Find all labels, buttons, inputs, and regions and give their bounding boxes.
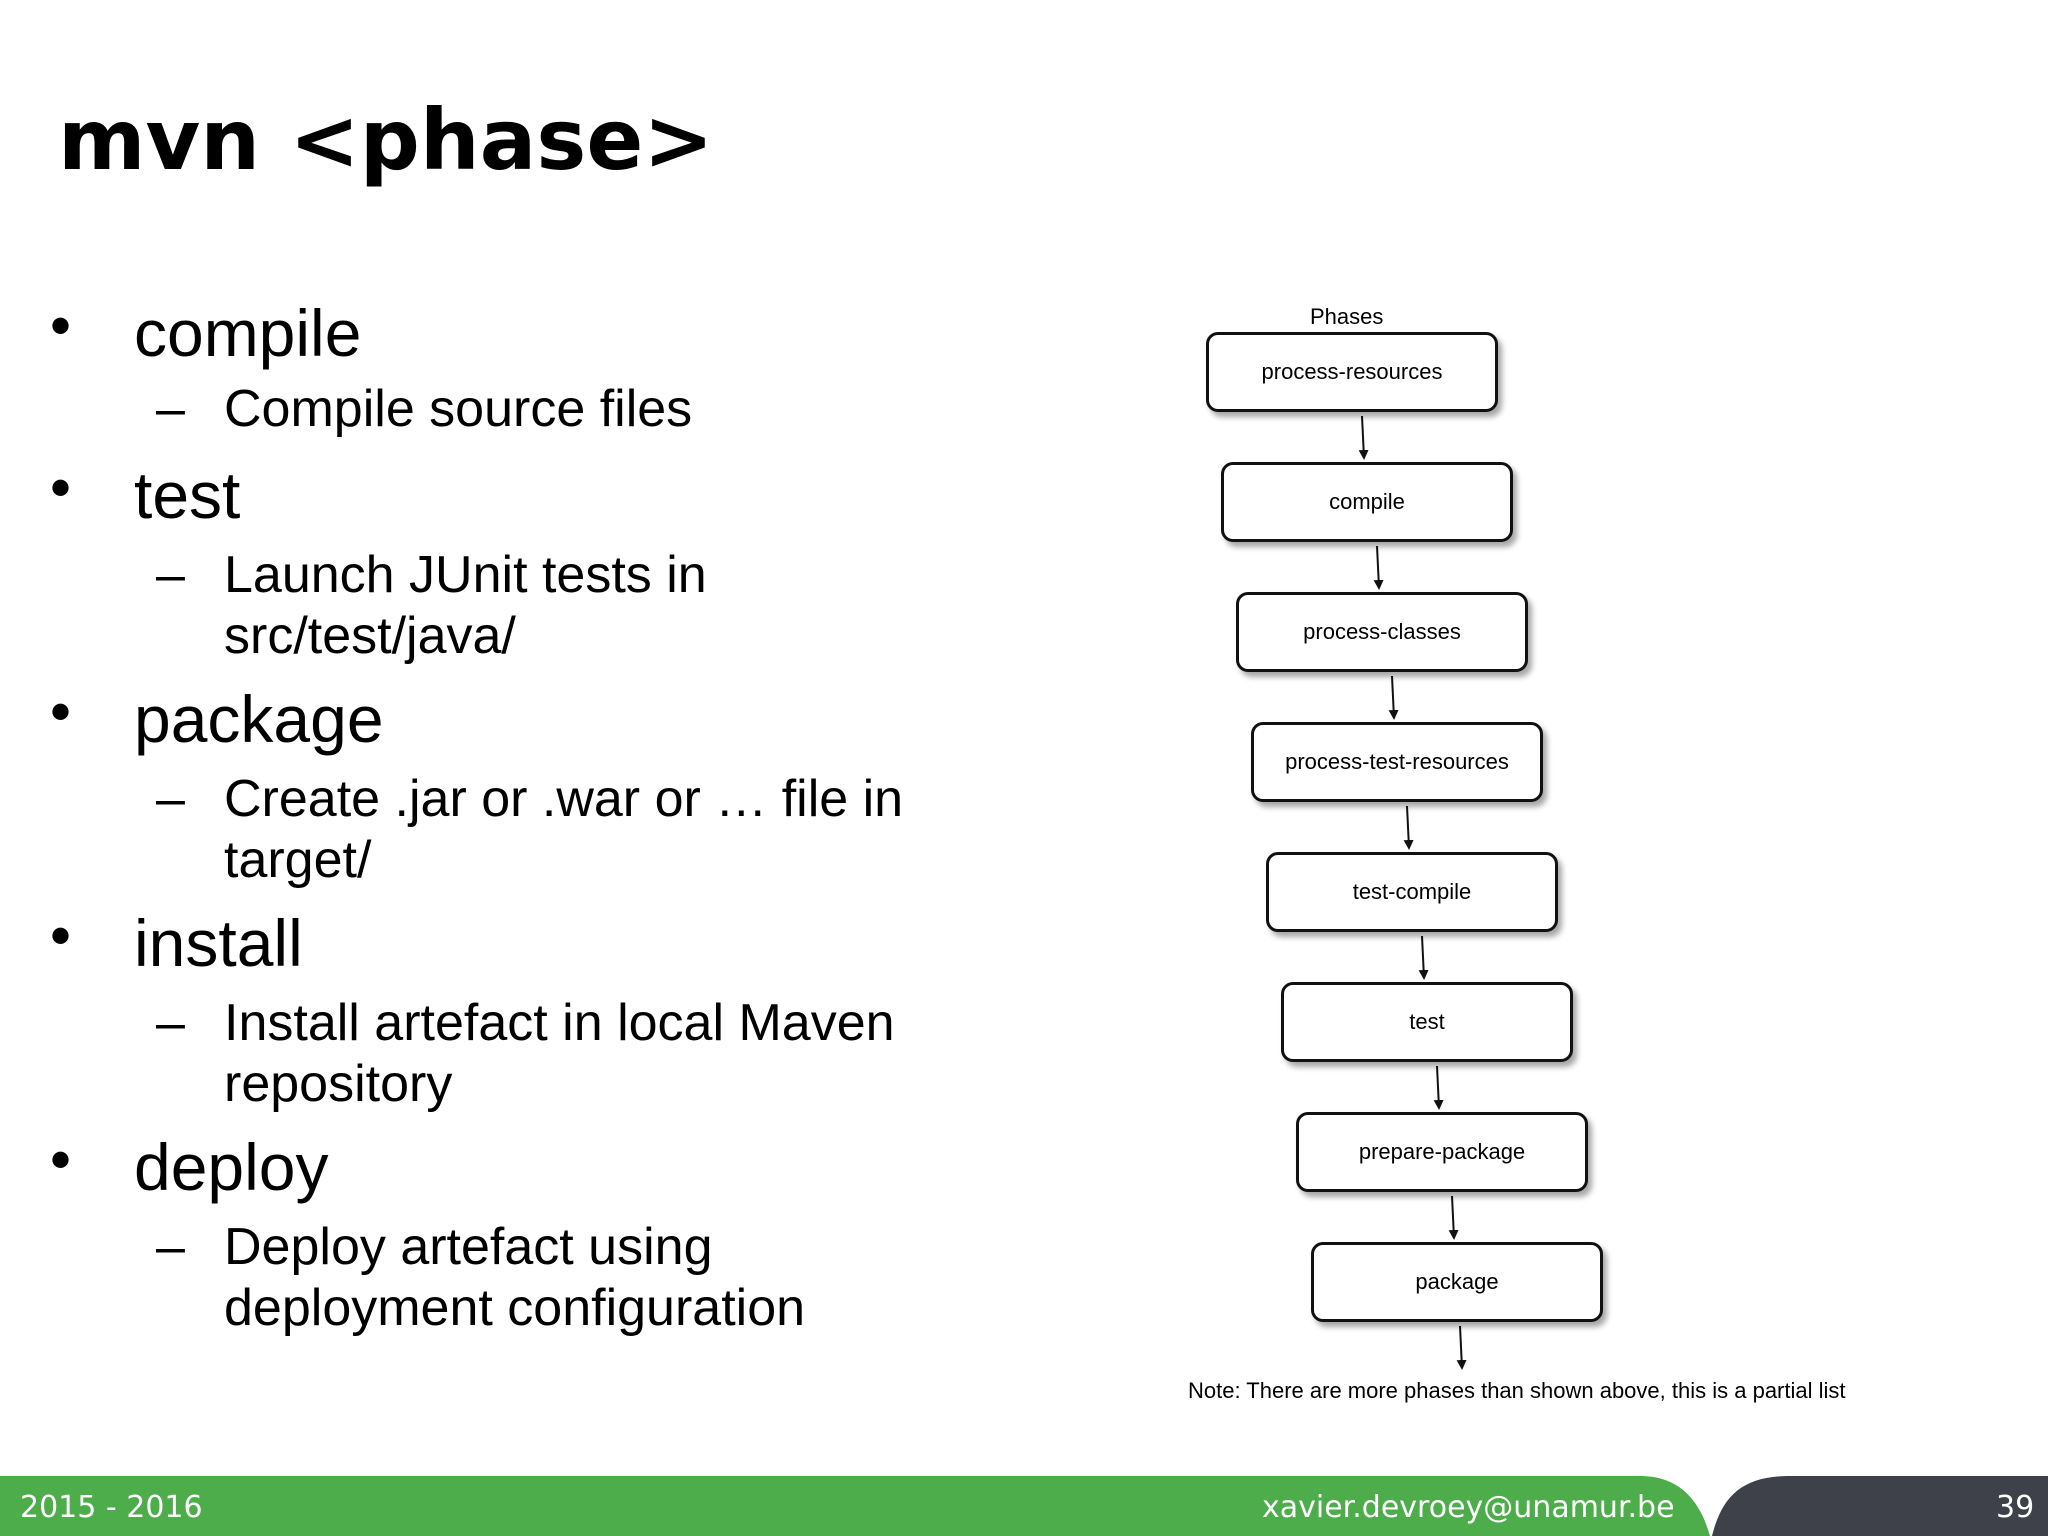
sub-bullet-text: Launch JUnit tests in src/test/java/ [224,546,707,665]
sub-bullet-text: Create .jar or .war or … file in target/ [224,770,904,889]
bullet-symbol: • [50,678,72,745]
dash-symbol: – [156,770,185,828]
diagram-note: Note: There are more phases than shown a… [1188,1378,1846,1403]
sub-bullet-text: Install artefact in local Maven reposito… [224,994,895,1113]
footer-email: xavier.devroey@unamur.be [1262,1490,1675,1525]
bullet-label: compile [134,296,362,370]
flow-arrow [1373,545,1384,590]
phases-caption: Phases [1310,304,1384,329]
phase-box: process-classes [1236,592,1528,672]
phase-box: process-resources [1206,332,1498,412]
bullet-list: • compile – Compile source files • test … [0,0,1100,1400]
flow-arrow [1456,1325,1467,1370]
dash-symbol: – [156,1218,185,1276]
footer-band [0,1476,2048,1536]
phase-box: compile [1221,462,1513,542]
flow-arrow [1358,415,1369,460]
footer-green-band [0,1476,1710,1536]
flow-arrow [1403,805,1414,850]
phase-box: package [1311,1242,1603,1322]
phase-box: prepare-package [1296,1112,1588,1192]
flow-arrow [1448,1195,1459,1240]
bullet-symbol: • [50,454,72,521]
footer-dark-band [1712,1476,2048,1536]
phase-box: test-compile [1266,852,1558,932]
footer-year: 2015 - 2016 [20,1490,203,1525]
bullet-symbol: • [50,902,72,969]
dash-symbol: – [156,546,185,604]
bullet-label: test [134,458,241,532]
bullet-label: deploy [134,1130,329,1204]
sub-bullet-text: Compile source files [224,380,693,438]
bullet-label: package [134,682,384,756]
phase-box: test [1281,982,1573,1062]
flow-arrow [1388,675,1399,720]
phase-box: process-test-resources [1251,722,1543,802]
slide-footer: 2015 - 2016 xavier.devroey@unamur.be 39 [0,1476,2048,1536]
flow-arrow [1433,1065,1444,1110]
sub-bullet-text: Deploy artefact using deployment configu… [224,1218,806,1337]
phase-arrows [1358,415,1467,1370]
dash-symbol: – [156,380,185,438]
bullet-symbol: • [50,292,72,359]
slide-title: mvn <phase> [58,91,714,189]
maven-phases-diagram: Phases process-resources compile process… [1170,296,1910,1416]
flow-arrow [1418,935,1429,980]
bullet-symbol: • [50,1126,72,1193]
dash-symbol: – [156,994,185,1052]
page-number: 39 [1996,1490,2035,1525]
bullet-label: install [134,906,303,980]
